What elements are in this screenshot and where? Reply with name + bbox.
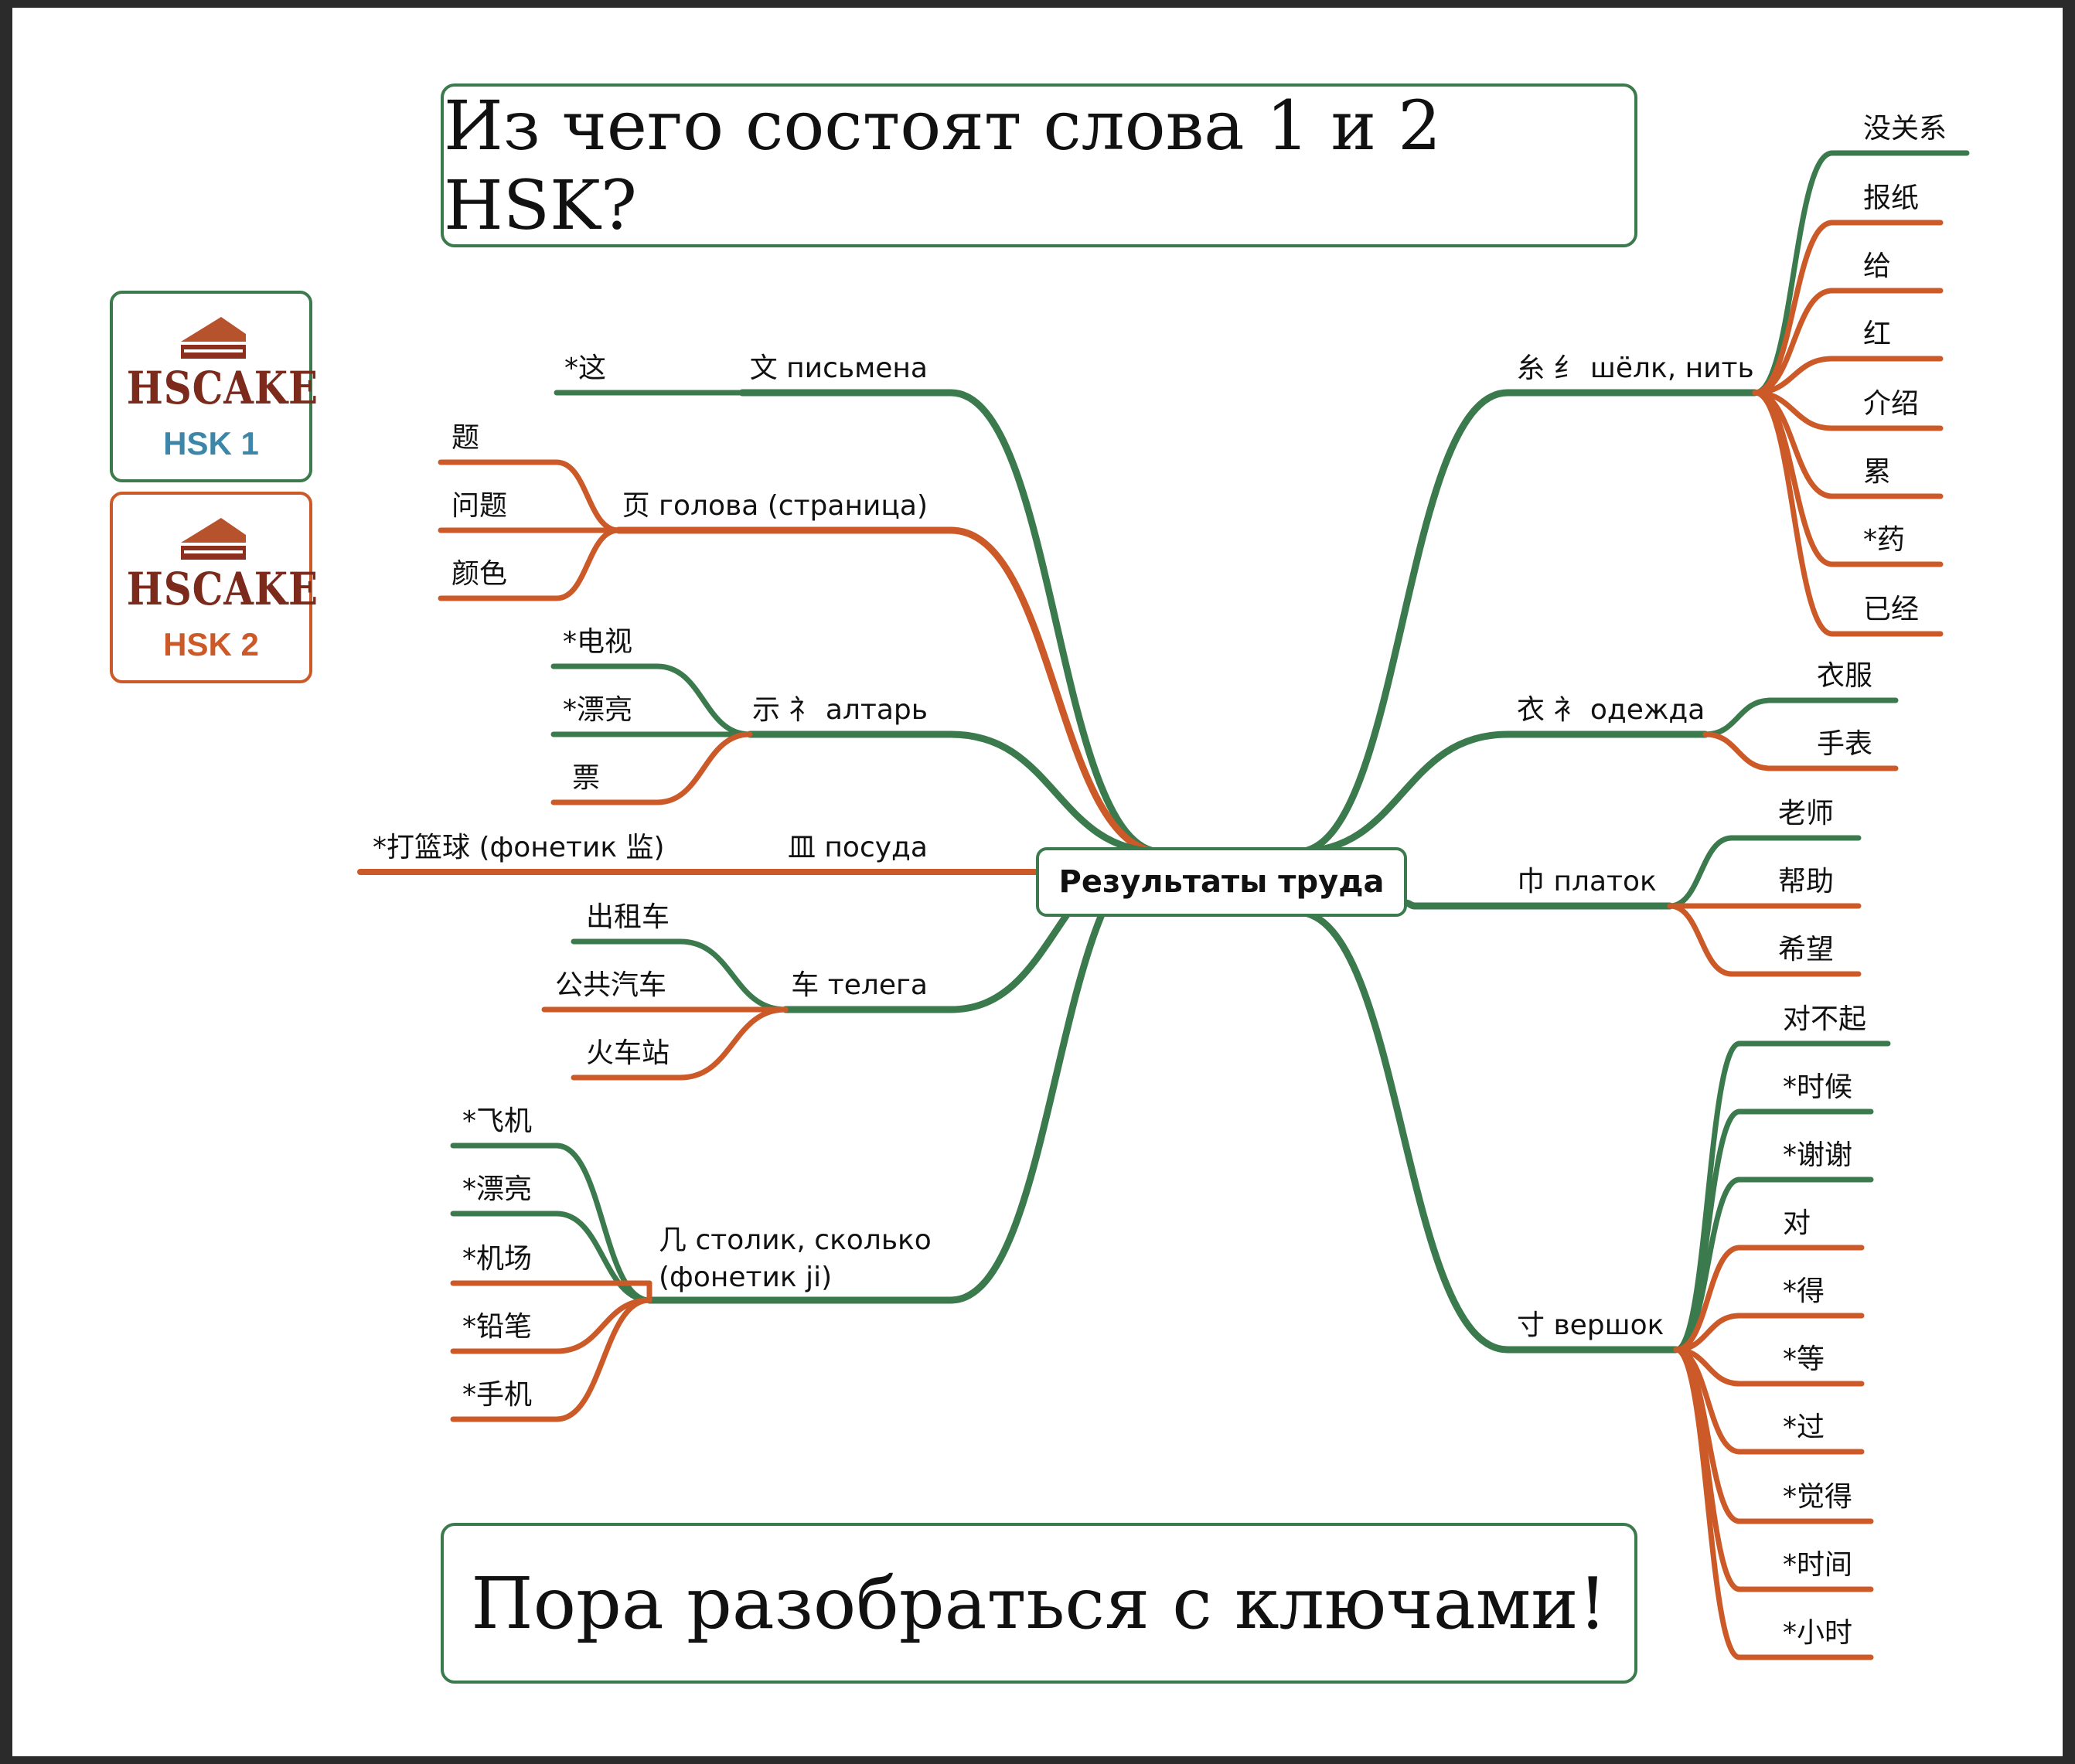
word-connector xyxy=(1702,697,1773,737)
word-label: *打篮球 (фонетик 监) xyxy=(373,832,665,863)
logo-level: HSK 1 xyxy=(163,425,259,461)
word-connector xyxy=(1752,220,1835,396)
branch-trunk-cun xyxy=(1293,908,1511,1354)
word-label: *手机 xyxy=(462,1379,532,1411)
word-connector xyxy=(654,663,753,737)
branch-label-ji-line2: (фонетик ji) xyxy=(659,1262,832,1293)
word-label: *药 xyxy=(1863,524,1905,556)
word-label: 帮助 xyxy=(1778,866,1834,897)
word-label: *时间 xyxy=(1783,1549,1852,1581)
word-connector xyxy=(1667,903,1735,977)
word-label: *电视 xyxy=(563,626,632,658)
word-label: 给 xyxy=(1863,250,1891,282)
word-connector xyxy=(1752,390,1835,637)
center-node-label: Результаты труда xyxy=(1059,864,1385,900)
branch-label-che: 车 телега xyxy=(791,969,928,1001)
word-label: 颜色 xyxy=(451,558,507,590)
branch-trunk-mi xyxy=(1293,389,1511,856)
hscake-logo-hsk1: HSCAKE HSK 1 xyxy=(110,291,319,482)
branch-trunk-ye xyxy=(947,526,1165,856)
word-connector xyxy=(554,1143,652,1303)
word-connector xyxy=(1673,1347,1743,1660)
branch-label-yi: 衣 衤 одежда xyxy=(1517,694,1705,726)
word-label: 公共汽车 xyxy=(555,969,666,1001)
branch-label-min: 皿 посуда xyxy=(788,832,928,863)
word-label: 问题 xyxy=(451,490,507,522)
word-label: 对不起 xyxy=(1783,1003,1866,1035)
word-label: 老师 xyxy=(1778,798,1834,829)
word-label: 希望 xyxy=(1778,934,1834,965)
cake-slice-icon xyxy=(181,317,246,359)
branch-trunk-ji xyxy=(947,848,1165,1304)
word-label: 介绍 xyxy=(1863,388,1919,420)
word-connector xyxy=(554,1297,652,1422)
page-title: Из чего состоят слова 1 и 2 HSK? xyxy=(441,83,1637,247)
word-label: 累 xyxy=(1863,456,1891,488)
branch-label-ye: 页 голова (страница) xyxy=(622,490,928,522)
word-label: 衣服 xyxy=(1817,660,1872,692)
branch-label-cun: 寸 вершок xyxy=(1517,1309,1664,1341)
branch-trunk-wen xyxy=(947,389,1165,856)
word-label: *漂亮 xyxy=(462,1173,532,1205)
word-connector xyxy=(1673,1108,1743,1353)
word-label: 报纸 xyxy=(1863,182,1919,214)
word-connector xyxy=(554,527,622,601)
word-label: *铅笔 xyxy=(462,1311,532,1343)
word-label: *觉得 xyxy=(1783,1481,1852,1513)
word-connector xyxy=(1667,835,1735,909)
word-label: 红 xyxy=(1863,318,1891,350)
word-label: *小时 xyxy=(1783,1617,1852,1649)
word-connector xyxy=(1673,1347,1743,1592)
word-connector xyxy=(554,1297,652,1354)
word-connector xyxy=(554,1211,652,1303)
branch-label-jin: 巾 платок xyxy=(1517,866,1657,897)
word-label: *飞机 xyxy=(462,1105,532,1137)
word-label: *得 xyxy=(1783,1275,1825,1307)
word-label: 题 xyxy=(451,422,479,454)
word-connector xyxy=(1702,731,1773,771)
word-label: *谢谢 xyxy=(1783,1139,1852,1171)
word-label: 没关系 xyxy=(1863,113,1947,145)
branch-label-ji: 几 столик, сколько xyxy=(659,1224,932,1256)
word-label: 票 xyxy=(572,762,600,794)
branch-label-mi: 糸 纟 шёлк, нить xyxy=(1517,352,1754,384)
word-connector xyxy=(1673,1245,1743,1353)
word-label: *过 xyxy=(1783,1412,1825,1443)
word-connector xyxy=(677,1006,789,1081)
branch-label-shi: 示 礻 алтарь xyxy=(752,694,928,726)
word-label: 出租车 xyxy=(586,901,670,933)
logo-level: HSK 2 xyxy=(163,626,259,662)
cake-slice-icon xyxy=(181,518,246,560)
branch-trunk-yi xyxy=(1293,730,1511,856)
word-connector xyxy=(677,938,789,1013)
word-connector xyxy=(1752,390,1835,567)
footer-motto: Пора разобраться с ключами! xyxy=(441,1523,1637,1684)
word-label: 对 xyxy=(1783,1207,1811,1239)
branch-trunk-shi xyxy=(947,730,1165,856)
word-label: *机场 xyxy=(462,1243,532,1275)
hscake-logo-hsk2: HSCAKE HSK 2 xyxy=(110,492,319,683)
word-connector xyxy=(554,459,622,533)
word-connector xyxy=(1752,288,1835,396)
word-label: 已经 xyxy=(1863,594,1919,625)
word-label: *这 xyxy=(564,352,606,384)
word-label: *等 xyxy=(1783,1343,1825,1375)
logo-brand: HSCAKE xyxy=(126,563,319,615)
word-connector xyxy=(654,731,753,805)
word-label: *漂亮 xyxy=(563,694,632,726)
branch-label-wen: 文 письмена xyxy=(750,352,928,384)
word-label: 火车站 xyxy=(586,1037,670,1069)
word-connector xyxy=(1752,150,1835,396)
logo-brand: HSCAKE xyxy=(126,362,319,414)
word-label: 手表 xyxy=(1817,728,1872,760)
center-node xyxy=(1036,847,1407,917)
word-label: *时候 xyxy=(1783,1071,1852,1103)
